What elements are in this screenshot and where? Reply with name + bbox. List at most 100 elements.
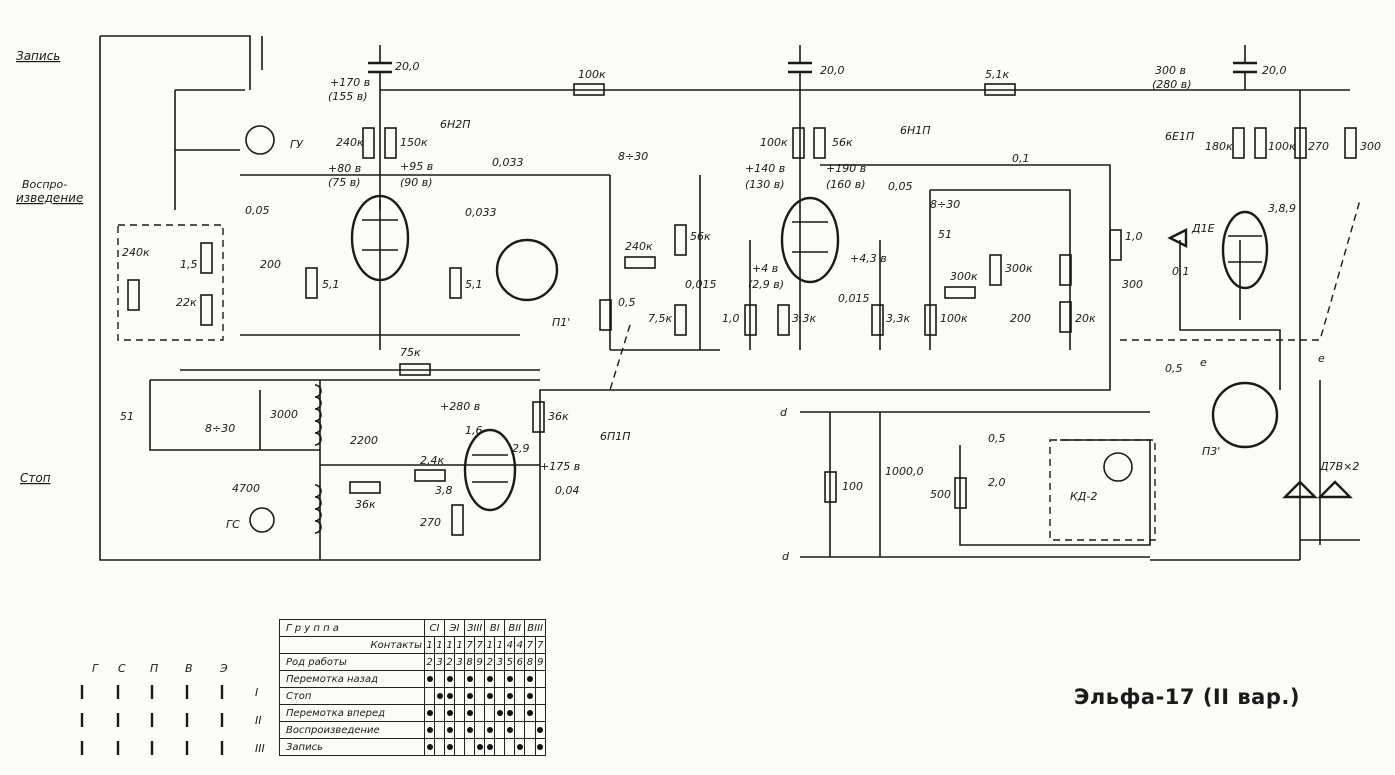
contact-num: 3 (434, 653, 445, 671)
label-c830: 8÷30 (618, 150, 648, 163)
key-col-v: В (185, 662, 193, 675)
contact-num: 2 (424, 653, 435, 671)
erase-coil (314, 484, 322, 534)
contact-cell (484, 721, 496, 739)
label-c51: 51 (938, 228, 952, 241)
label-r05: 0,5 (618, 296, 636, 309)
tube-label-6e1p: 6Е1П (1165, 130, 1194, 143)
label-c0015: 0,015 (685, 278, 717, 291)
contact-cell (494, 670, 506, 688)
label-v80b: (75 в) (328, 176, 361, 189)
label-v140b: (130 в) (745, 178, 785, 191)
contact-table: Г р у п п а СI ЭI ЗIII ВI ВII ВIII Конта… (279, 619, 547, 756)
contact-cell (484, 687, 496, 705)
contact-num: 7 (524, 636, 536, 654)
table-header-mode: Род работы (279, 653, 425, 671)
label-e1: е (1200, 356, 1207, 369)
contact-closed-dot (486, 675, 493, 682)
label-r36k: 36к (548, 410, 569, 423)
label-v280: +280 в (440, 400, 480, 413)
contact-cell (504, 704, 516, 722)
contact-num: 2 (484, 653, 496, 671)
contact-num: 2 (444, 653, 455, 671)
label-r10b: 1,0 (1125, 230, 1143, 243)
label-c01: 0,1 (1012, 152, 1030, 165)
contact-cell (494, 738, 506, 756)
contact-cell (504, 738, 516, 756)
contact-num: 3 (494, 653, 506, 671)
label-v190: +190 в (826, 162, 866, 175)
contact-closed-dot (426, 743, 433, 750)
contact-cell (424, 738, 435, 756)
motor-icon (1103, 452, 1133, 482)
osc-coil (314, 384, 322, 446)
tube-label-6n2p: 6Н2П (440, 118, 471, 131)
wiring (99, 35, 1360, 561)
contact-num: 1 (444, 636, 455, 654)
contact-cell (494, 721, 506, 739)
label-c01b: 0,1 (1172, 265, 1190, 278)
contact-cell (534, 670, 547, 688)
contact-closed-dot (496, 709, 503, 716)
contact-cell (434, 670, 445, 688)
record-head-icon (245, 125, 275, 155)
label-c004: 0,04 (555, 484, 580, 497)
group-col: ЗIII (463, 619, 486, 637)
table-header-group: Г р у п п а (279, 619, 425, 637)
contact-num: 1 (424, 636, 435, 654)
contact-cell (434, 704, 445, 722)
label-d1e: Д1Е (1191, 222, 1215, 235)
label-d7v: Д7В×2 (1319, 460, 1359, 473)
diode-d1e (1167, 228, 1188, 248)
diagram-title: Эльфа-17 (II вар.) (1074, 685, 1300, 709)
label-p3: П3' (1202, 445, 1220, 458)
contact-cell (494, 687, 506, 705)
contact-cell (484, 670, 496, 688)
label-r51b: 5,1 (465, 278, 483, 291)
contact-closed-dot (506, 675, 513, 682)
contact-closed-dot (436, 692, 443, 699)
contact-cell (454, 721, 465, 739)
group-col: СI (424, 619, 445, 637)
diodes-d7v (1282, 480, 1353, 499)
contact-cell (504, 670, 516, 688)
contact-cell (514, 721, 526, 739)
socket-p3 (1211, 381, 1279, 449)
label-d-bottom: d (782, 550, 790, 563)
key-row-3: III (255, 742, 265, 755)
contact-num: 8 (524, 653, 536, 671)
label-gu: ГУ (290, 138, 304, 151)
label-v300: 300 в (1155, 64, 1186, 77)
contact-cell (444, 670, 455, 688)
contact-num: 3 (454, 653, 465, 671)
label-v140: +140 в (745, 162, 785, 175)
contact-cell (444, 687, 455, 705)
contact-cell (484, 704, 496, 722)
label-c200: 200 (260, 258, 281, 271)
label-gs: ГС (226, 518, 240, 531)
contact-num: 1 (494, 636, 506, 654)
label-c005b: 0,05 (245, 204, 270, 217)
table-row: Воспроизведение (279, 721, 547, 739)
contact-closed-dot (466, 692, 473, 699)
contact-num: 5 (504, 653, 516, 671)
contact-cell (463, 670, 476, 688)
contact-cell (514, 738, 526, 756)
label-r51: 5,1 (322, 278, 340, 291)
contact-num: 6 (514, 653, 526, 671)
label-v4: +4 в (752, 262, 778, 275)
label-c20b: 20,0 (820, 64, 845, 77)
label-r24k: 2,4к (420, 454, 444, 467)
label-r300: 300 (1360, 140, 1381, 153)
contact-closed-dot (526, 709, 533, 716)
contact-cell (454, 687, 465, 705)
section-playback-2: изведение (16, 191, 83, 205)
label-c05: 0,5 (1165, 362, 1183, 375)
contact-closed-dot (426, 726, 433, 733)
table-header-contacts: Контакты (279, 636, 425, 654)
label-r100k-b: 100к (760, 136, 788, 149)
mode-label: Воспроизведение (279, 721, 425, 739)
contact-closed-dot (486, 692, 493, 699)
label-r300b: 300 (1122, 278, 1143, 291)
